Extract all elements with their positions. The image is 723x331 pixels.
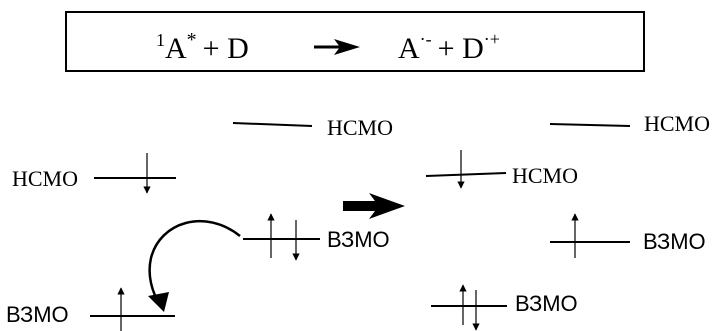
equation-product: A·- + D·+ xyxy=(398,29,500,65)
right-acceptor-homo-label: ВЗМО xyxy=(515,291,578,316)
right-acceptor-lumo-label: НСМО xyxy=(512,163,578,188)
left-donor-lumo: НСМО xyxy=(232,115,393,140)
equation-reactant-prefix: 1 xyxy=(156,30,165,50)
process-arrow xyxy=(343,193,405,219)
equation-plus-donor: + D xyxy=(203,32,249,65)
equation-reactant-star: * xyxy=(187,29,197,51)
right-donor-homo-label: ВЗМО xyxy=(643,229,706,254)
right-acceptor-lumo: НСМО xyxy=(425,150,578,189)
right-donor-lumo: НСМО xyxy=(549,111,710,136)
right-donor-lumo-label: НСМО xyxy=(644,111,710,136)
equation-reactant-base: A xyxy=(165,32,187,65)
curved-transfer-arrow xyxy=(148,220,241,312)
equation-reactant: 1A* + D xyxy=(156,29,249,65)
left-donor-homo: ВЗМО xyxy=(243,213,390,261)
left-donor-homo-label: ВЗМО xyxy=(327,227,390,252)
left-acceptor-lumo: НСМО xyxy=(12,153,176,194)
reaction-arrow xyxy=(314,39,360,55)
equation-product-a: A xyxy=(398,32,420,65)
right-acceptor-homo: ВЗМО xyxy=(431,284,578,331)
right-donor-homo: ВЗМО xyxy=(550,213,706,258)
equation-box xyxy=(65,11,645,72)
equation-product-d-sup: ·+ xyxy=(484,29,500,49)
left-acceptor-homo-label: ВЗМО xyxy=(6,302,69,327)
left-donor-lumo-label: НСМО xyxy=(327,115,393,140)
equation-plus-product: + D xyxy=(438,32,484,65)
left-acceptor-homo: ВЗМО xyxy=(6,287,175,331)
left-acceptor-lumo-label: НСМО xyxy=(12,166,78,191)
equation-product-a-sup: ·- xyxy=(420,29,432,49)
